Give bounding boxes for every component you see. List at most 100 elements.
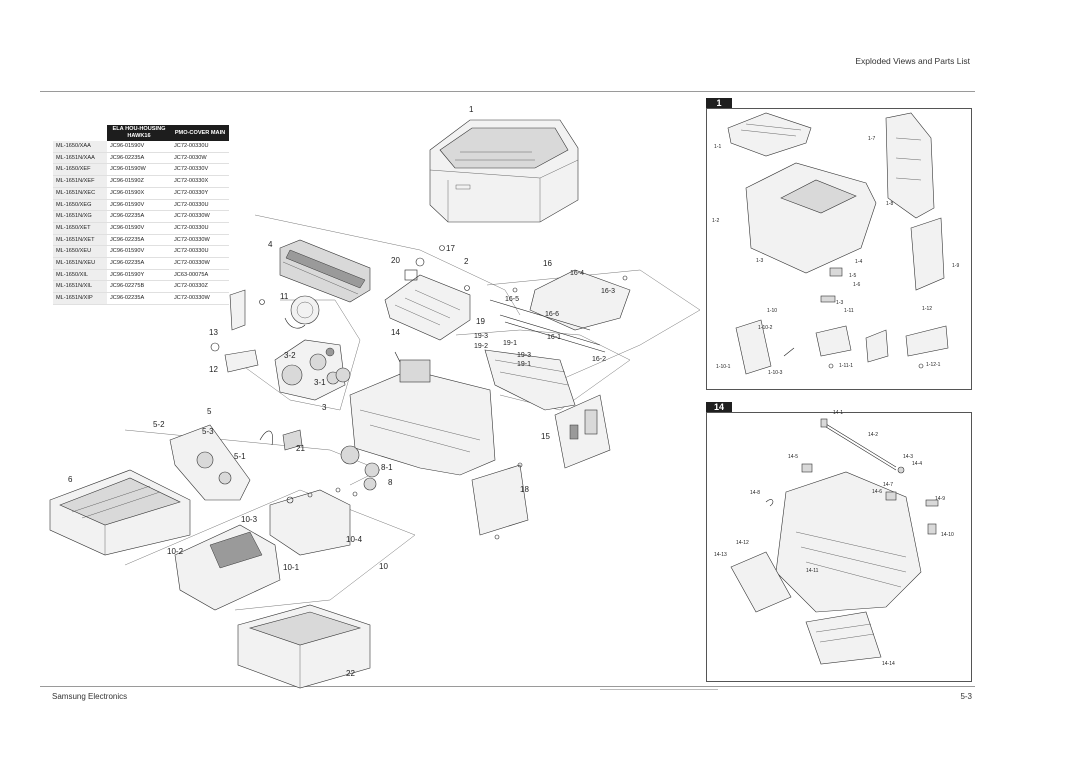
housing-part-cell: JC96-01590X — [107, 187, 171, 200]
footer-center-rule — [600, 689, 718, 690]
cover-part-cell: JC72-00330X — [171, 175, 229, 188]
detail-1-callout-1-10-1: 1-10-1 — [716, 364, 731, 370]
housing-part-cell: JC96-01590V — [107, 245, 171, 259]
model-cell: ML-1651N/XG — [53, 210, 107, 223]
cover-part-cell: JC72-00330V — [171, 163, 229, 177]
housing-part-cell: JC96-02235A — [107, 152, 171, 165]
detail-14-callout-14-6: 14-6 — [872, 489, 883, 495]
gear-drive-assembly-drawing — [274, 339, 351, 401]
pickup-assembly-drawing — [169, 424, 303, 501]
page-header-title: Exploded Views and Parts List — [855, 56, 970, 66]
detail-1-callout-1-7: 1-7 — [868, 136, 876, 142]
callout-8: 8 — [388, 478, 393, 487]
optional-tray-drawing — [237, 604, 371, 689]
callout-8-1: 8-1 — [381, 463, 393, 472]
detail-14-callout-14-10: 14-10 — [941, 532, 954, 538]
detail-1-callout-1-10-3: 1-10-3 — [768, 370, 783, 376]
cover-part-cell: JC72-00330W — [171, 257, 229, 270]
model-cell: ML-1651N/XIL — [53, 280, 107, 294]
toner-cartridge-drawing — [279, 239, 371, 303]
detail-14-tag: 14 — [706, 402, 732, 412]
detail-1-callout-1-12: 1-12 — [922, 306, 933, 312]
callout-19-3-a: 19-3 — [474, 333, 489, 340]
model-cell: ML-1650/XEF — [53, 163, 107, 177]
callout-19-3-b: 19-3 — [517, 352, 532, 359]
callout-22: 22 — [346, 669, 355, 678]
header-rule — [40, 91, 975, 92]
detail-1-callout-1-9: 1-9 — [952, 263, 960, 269]
detail-14-callout-14-1: 14-1 — [833, 410, 844, 416]
detail-1-callout-1-4: 1-4 — [855, 259, 863, 265]
detail-14-callout-14-7: 14-7 — [883, 482, 894, 488]
detail-1-drawing — [727, 112, 949, 375]
cover-part-cell: JC72-00330U — [171, 245, 229, 259]
detail-1-callout-1-5: 1-5 — [849, 273, 857, 279]
callout-10-3: 10-3 — [241, 515, 258, 524]
callout-4: 4 — [268, 240, 273, 249]
callout-19-1-a: 19-1 — [503, 340, 518, 347]
cover-part-cell: JC72-00330Y — [171, 187, 229, 200]
model-cell: ML-1650/XIL — [53, 269, 107, 282]
housing-part-cell: JC96-02235A — [107, 234, 171, 247]
housing-part-cell: JC96-01590V — [107, 222, 171, 235]
callout-16: 16 — [543, 259, 552, 268]
detail-panel-14: 14 14-1 14-2 14-5 14-3 14-4 14-7 14-8 14… — [706, 402, 972, 682]
model-cell: ML-1650/XEU — [53, 245, 107, 259]
callout-15: 15 — [541, 432, 550, 441]
model-cell: ML-1651N/XAA — [53, 152, 107, 165]
callout-17: 17 — [446, 244, 455, 253]
detail-panel-1: 1 1-1 1-7 1-8 1-2 1-3 1-4 1-5 1-6 1-9 1-… — [706, 98, 972, 390]
callout-3: 3 — [322, 403, 327, 412]
callout-2: 2 — [464, 257, 469, 266]
callout-6: 6 — [68, 475, 73, 484]
bracket-parts-drawing — [210, 289, 265, 373]
callout-5-2: 5-2 — [153, 420, 165, 429]
cover-part-cell: JC72-00330W — [171, 292, 229, 305]
detail-14-callout-14-14: 14-14 — [882, 661, 895, 667]
detail-14-callout-14-3: 14-3 — [903, 454, 914, 460]
callout-3-2: 3-2 — [284, 351, 296, 360]
model-cell: ML-1650/XEG — [53, 199, 107, 212]
fuser-unit-drawing — [489, 269, 631, 353]
detail-14-callout-14-5: 14-5 — [788, 454, 799, 460]
callout-16-1: 16-1 — [547, 334, 562, 341]
main-frame-drawing — [349, 351, 496, 476]
cover-part-cell: JC72-00330U — [171, 222, 229, 235]
callout-16-6: 16-6 — [545, 311, 560, 318]
cover-part-cell: JC63-00075A — [171, 269, 229, 282]
callout-19: 19 — [476, 317, 485, 326]
callout-19-1-b: 19-1 — [517, 361, 532, 368]
detail-1-callout-1-3-a: 1-3 — [756, 258, 764, 264]
callout-13: 13 — [209, 328, 218, 337]
callout-16-3: 16-3 — [601, 288, 616, 295]
callout-10-4: 10-4 — [346, 535, 363, 544]
fan-drawing — [284, 295, 320, 329]
detail-14-callout-14-2: 14-2 — [868, 432, 879, 438]
housing-part-cell: JC96-01590V — [107, 141, 171, 153]
detail-14-callout-14-8: 14-8 — [750, 490, 761, 496]
table-header-housing: ELA HOU-HOUSING HAWK16 — [107, 125, 171, 141]
callout-19-2: 19-2 — [474, 343, 489, 350]
callout-16-5: 16-5 — [505, 296, 520, 303]
callout-18: 18 — [520, 485, 529, 494]
detail-14-callout-14-13: 14-13 — [714, 552, 727, 558]
detail-1-callout-1-12-1: 1-12-1 — [926, 362, 941, 368]
detail-1-tag: 1 — [706, 98, 732, 108]
paper-guide-drawing — [484, 349, 576, 411]
model-cell: ML-1651N/XIP — [53, 292, 107, 305]
cover-part-cell: JC72-00330U — [171, 199, 229, 212]
detail-14-callout-14-12: 14-12 — [736, 540, 749, 546]
callout-10: 10 — [379, 562, 388, 571]
footer-page-number: 5-3 — [960, 692, 972, 701]
housing-part-cell: JC96-02235A — [107, 292, 171, 305]
